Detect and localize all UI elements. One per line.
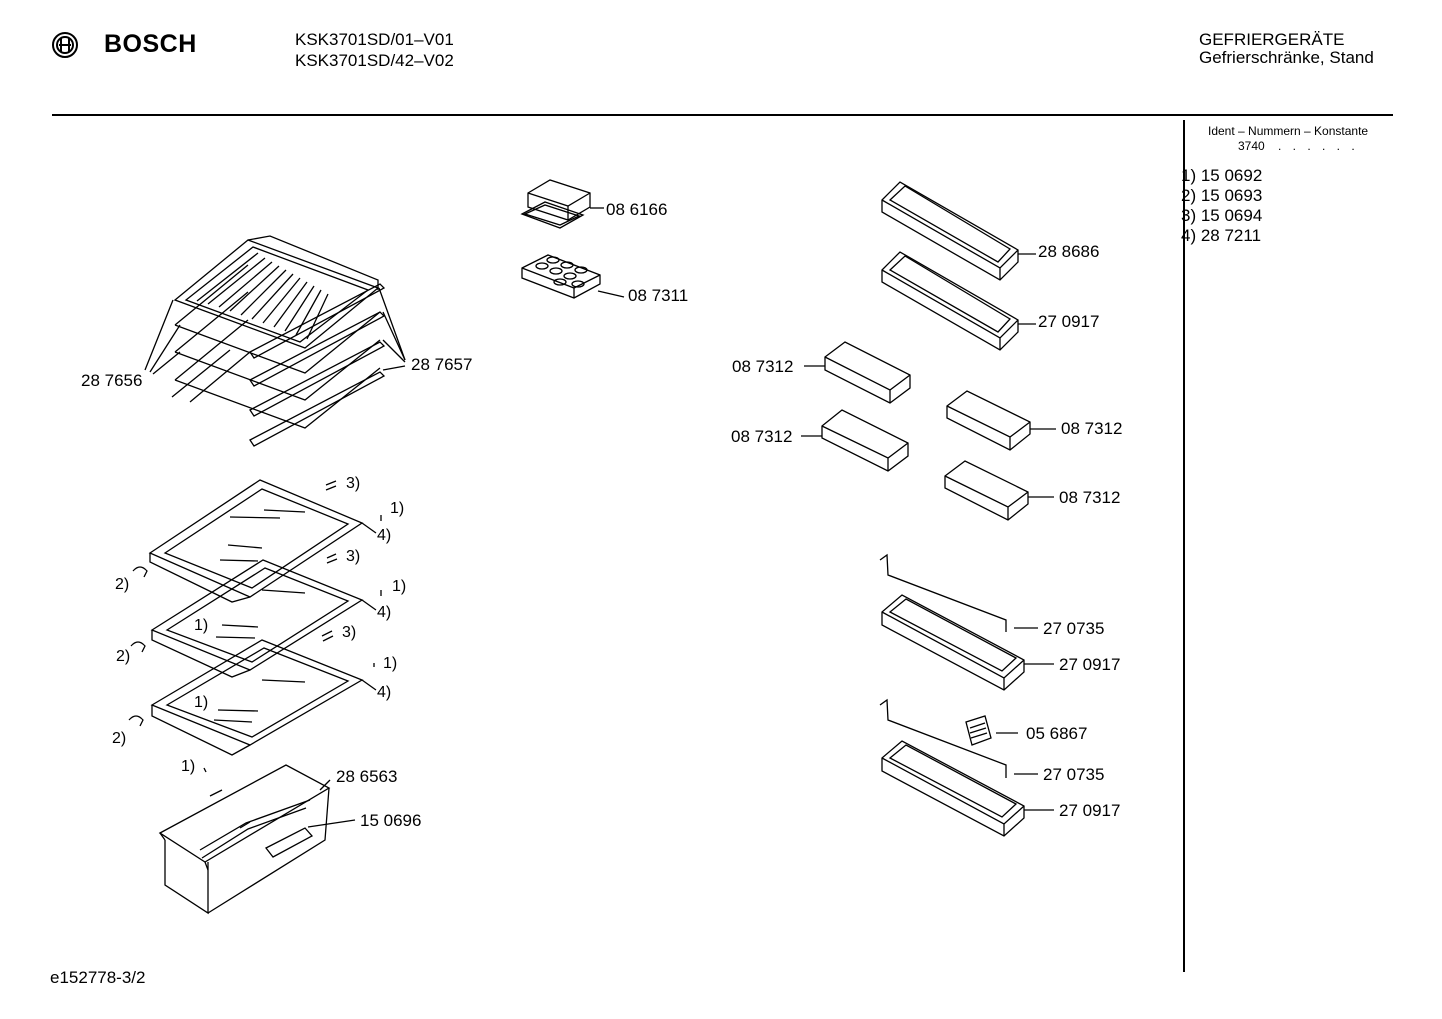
ident-list: 1) 15 0692 2) 15 0693 3) 15 0694 4) 28 7… bbox=[1181, 166, 1262, 246]
bosch-logo-icon bbox=[50, 30, 80, 60]
door-rack-with-bar-drawing bbox=[879, 553, 1054, 837]
part-label: 08 7312 bbox=[732, 357, 794, 376]
brand-name: BOSCH bbox=[104, 30, 197, 58]
part-label: 05 6867 bbox=[1026, 724, 1088, 743]
ice-tray-drawing bbox=[520, 179, 604, 229]
part-label: 28 6563 bbox=[336, 767, 398, 786]
ref-marker: 1) bbox=[383, 655, 398, 672]
part-label: 08 7312 bbox=[1061, 419, 1123, 438]
glass-shelves-drawing bbox=[128, 479, 382, 756]
ident-constant: 3740 bbox=[1238, 139, 1265, 153]
part-label: 27 0917 bbox=[1038, 312, 1100, 331]
ref-marker: 3) bbox=[346, 475, 361, 492]
ref-marker: 4) bbox=[377, 604, 392, 621]
ref-marker: 1) bbox=[194, 694, 209, 711]
door-racks-top-drawing bbox=[881, 181, 1036, 351]
part-label: 08 7312 bbox=[731, 427, 793, 446]
ref-marker: 3) bbox=[346, 548, 361, 565]
ref-marker: 3) bbox=[342, 624, 357, 641]
category-title: GEFRIERGERÄTE bbox=[1199, 30, 1345, 49]
ident-item: 3) 15 0694 bbox=[1181, 206, 1263, 225]
ident-item: 4) 28 7211 bbox=[1181, 226, 1262, 245]
drawing-code: e152778-3/2 bbox=[50, 968, 146, 987]
part-label: 08 7311 bbox=[628, 286, 689, 305]
ref-marker: 1) bbox=[181, 758, 196, 775]
part-label: 27 0917 bbox=[1059, 801, 1121, 820]
ref-marker: 2) bbox=[112, 730, 127, 747]
part-label: 08 6166 bbox=[606, 200, 668, 219]
ident-title: Ident – Nummern – Konstante bbox=[1208, 124, 1369, 138]
ref-marker: 2) bbox=[115, 576, 130, 593]
ref-marker: 1) bbox=[194, 617, 209, 634]
category-subtitle: Gefrierschränke, Stand bbox=[1199, 48, 1374, 67]
part-label: 15 0696 bbox=[360, 811, 422, 830]
part-label: 27 0917 bbox=[1059, 655, 1121, 674]
ident-item: 1) 15 0692 bbox=[1181, 166, 1263, 185]
part-label: 28 7656 bbox=[81, 371, 143, 390]
egg-tray-drawing bbox=[521, 254, 625, 299]
wire-shelves-drawing bbox=[144, 235, 406, 447]
ref-marker: 1) bbox=[392, 578, 407, 595]
part-label: 27 0735 bbox=[1043, 619, 1105, 638]
part-label: 28 7657 bbox=[411, 355, 473, 374]
ident-dots: . . . . . . bbox=[1278, 139, 1359, 153]
ref-marker: 2) bbox=[116, 648, 131, 665]
model-number-1: KSK3701SD/01–V01 bbox=[295, 30, 454, 49]
ref-marker: 4) bbox=[377, 684, 392, 701]
drawer-drawing bbox=[158, 764, 356, 915]
header-rule bbox=[52, 114, 1393, 116]
sidebar-divider bbox=[1183, 120, 1185, 972]
part-label: 28 8686 bbox=[1038, 242, 1100, 261]
small-bins-drawing bbox=[801, 341, 1056, 521]
part-label: 27 0735 bbox=[1043, 765, 1105, 784]
ident-item: 2) 15 0693 bbox=[1181, 186, 1263, 205]
ref-marker: 4) bbox=[377, 527, 392, 544]
model-number-2: KSK3701SD/42–V02 bbox=[295, 51, 454, 70]
part-label: 08 7312 bbox=[1059, 488, 1121, 507]
ref-marker: 1) bbox=[390, 500, 405, 517]
